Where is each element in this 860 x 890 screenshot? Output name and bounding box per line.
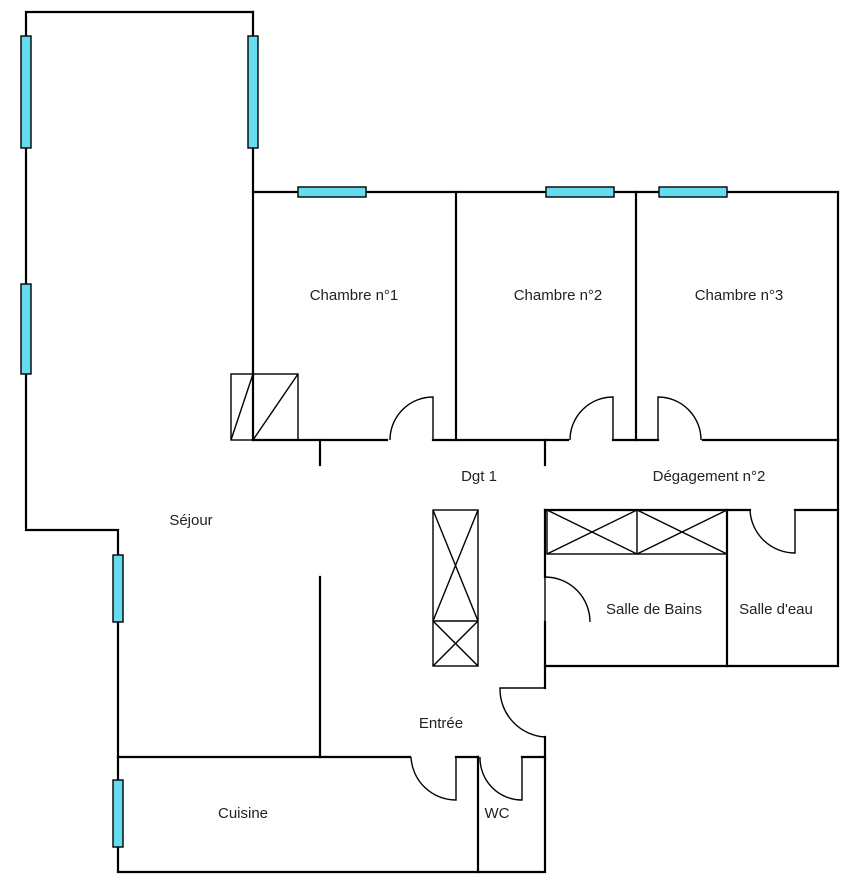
room-label-salle-deau: Salle d'eau (739, 601, 813, 618)
room-label-degagement2: Dégagement n°2 (653, 468, 766, 485)
doors (389, 396, 796, 801)
door-cuisine (410, 756, 457, 801)
window-living-right (247, 35, 259, 149)
room-label-chambre3: Chambre n°3 (695, 287, 784, 304)
door-salle-bains (544, 576, 591, 623)
window-cuisine (112, 779, 124, 848)
room-label-dgt1: Dgt 1 (461, 468, 497, 485)
cupboards (230, 373, 728, 667)
door-chambre2 (569, 396, 614, 441)
room-label-sejour: Séjour (169, 512, 212, 529)
windows (20, 35, 728, 848)
door-chambre1 (389, 396, 434, 441)
cupboard-degagement (546, 509, 728, 555)
window-living-left-2 (20, 283, 32, 375)
window-living-left-1 (20, 35, 32, 149)
room-label-entree: Entrée (419, 715, 463, 732)
door-chambre3 (657, 396, 702, 441)
door-salle-deau (749, 509, 796, 554)
outer-wall-living-left (24, 10, 547, 874)
room-label-chambre1: Chambre n°1 (310, 287, 399, 304)
room-label-salle-de-bains: Salle de Bains (606, 601, 702, 618)
cupboard-dgt (432, 509, 479, 667)
window-chambre3 (658, 186, 728, 198)
outer-walls (24, 10, 840, 874)
room-label-wc: WC (485, 805, 510, 822)
room-label-cuisine: Cuisine (218, 805, 268, 822)
door-entree (499, 687, 546, 738)
room-labels: Chambre n°1 Chambre n°2 Chambre n°3 Dgt … (169, 287, 813, 822)
cupboard-sejour (230, 373, 299, 441)
window-sejour-lower (112, 554, 124, 623)
outer-wall-bedrooms (251, 190, 840, 690)
door-wc (479, 756, 523, 801)
window-chambre1 (297, 186, 367, 198)
window-chambre2 (545, 186, 615, 198)
room-label-chambre2: Chambre n°2 (514, 287, 603, 304)
